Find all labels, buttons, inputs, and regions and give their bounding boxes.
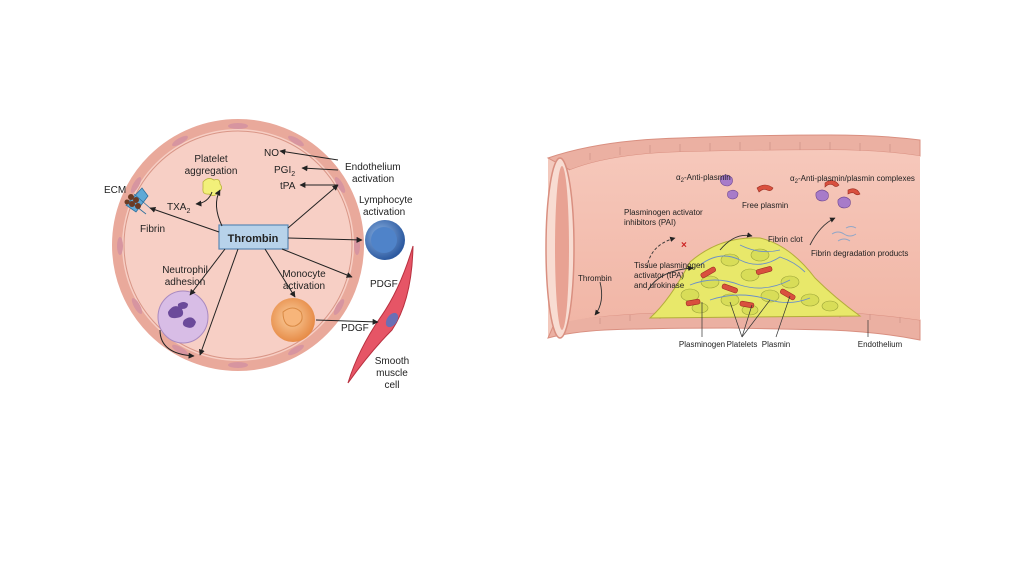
monocyte-activation-label-1: Monocyte bbox=[282, 269, 326, 280]
endothelium-label: Endothelium bbox=[858, 340, 903, 349]
left-thrombin-diagram: Thrombin ECM Fibrin Platelet aggregation… bbox=[104, 119, 414, 391]
fibrin-degradation-label: Fibrin degradation products bbox=[811, 249, 908, 258]
neutrophil-adhesion-label-2: adhesion bbox=[165, 277, 206, 288]
tpa-label-3: and urokinase bbox=[634, 281, 685, 290]
fibrinolysis-arrows bbox=[594, 217, 836, 316]
pai-label-1: Plasminogen activator bbox=[624, 208, 703, 217]
smooth-muscle-cell bbox=[347, 245, 414, 384]
thrombin-arrows bbox=[149, 148, 379, 356]
thrombin-label: Thrombin bbox=[228, 233, 279, 245]
monocyte-cell bbox=[271, 298, 315, 342]
platelets-label: Platelets bbox=[727, 340, 758, 349]
alpha2-antiplasmin-molecules bbox=[719, 174, 851, 209]
lymphocyte-cell bbox=[365, 220, 405, 260]
neutrophil-cell bbox=[157, 290, 209, 344]
ecm-platelet-clump bbox=[124, 194, 141, 209]
fibrin-clot-label: Fibrin clot bbox=[768, 235, 803, 244]
pgi2-label: PGI2 bbox=[274, 165, 295, 178]
complexes-label: α2-Anti-plasmin/plasmin complexes bbox=[790, 174, 915, 185]
smooth-muscle-label-1: Smooth bbox=[375, 356, 409, 367]
lymphocyte-activation-label-2: activation bbox=[363, 207, 405, 218]
inhibition-x: × bbox=[681, 240, 687, 251]
right-fibrinolysis-diagram: × α2-Anti-plasmin α2-Anti-plasmin/plasmi… bbox=[545, 134, 921, 349]
free-plasmin-label: Free plasmin bbox=[742, 201, 788, 210]
plasmin-label: Plasmin bbox=[762, 340, 790, 349]
no-label: NO bbox=[264, 148, 279, 159]
tpa-label: tPA bbox=[280, 181, 296, 192]
endothelium-activation-label-1: Endothelium bbox=[345, 162, 401, 173]
thrombin-label-right: Thrombin bbox=[578, 274, 612, 283]
platelet-aggregation-label-1: Platelet bbox=[194, 154, 228, 165]
pdgf-bottom-label: PDGF bbox=[341, 323, 369, 334]
thrombin-box bbox=[218, 224, 289, 250]
fibrin-clot bbox=[648, 237, 862, 319]
platelet-aggregation-label-2: aggregation bbox=[185, 166, 238, 177]
alpha2-antiplasmin-label: α2-Anti-plasmin bbox=[676, 173, 731, 184]
tpa-label-2: activator (tPA) bbox=[634, 271, 684, 280]
label-leader-lines bbox=[701, 295, 869, 338]
txa2-label: TXA2 bbox=[167, 202, 190, 215]
pdgf-top-label: PDGF bbox=[370, 279, 398, 290]
endothelial-cells bbox=[117, 123, 360, 368]
lymphocyte-activation-label-1: Lymphocyte bbox=[359, 195, 413, 206]
tpa-label-1: Tissue plasminogen bbox=[634, 261, 705, 270]
smooth-muscle-label-2: muscle bbox=[376, 368, 408, 379]
plasminogen-label: Plasminogen bbox=[679, 340, 725, 349]
endothelium-activation-label-2: activation bbox=[352, 174, 394, 185]
ecm-label: ECM bbox=[104, 185, 126, 196]
free-plasmin-molecules bbox=[756, 180, 861, 196]
monocyte-activation-label-2: activation bbox=[283, 281, 325, 292]
smooth-muscle-label-3: cell bbox=[384, 380, 399, 391]
fibrin-label: Fibrin bbox=[140, 224, 165, 235]
neutrophil-adhesion-label-1: Neutrophil bbox=[162, 265, 208, 276]
fibrin-degradation-fragments bbox=[831, 226, 857, 242]
pai-label-2: inhibitors (PAI) bbox=[624, 218, 676, 227]
